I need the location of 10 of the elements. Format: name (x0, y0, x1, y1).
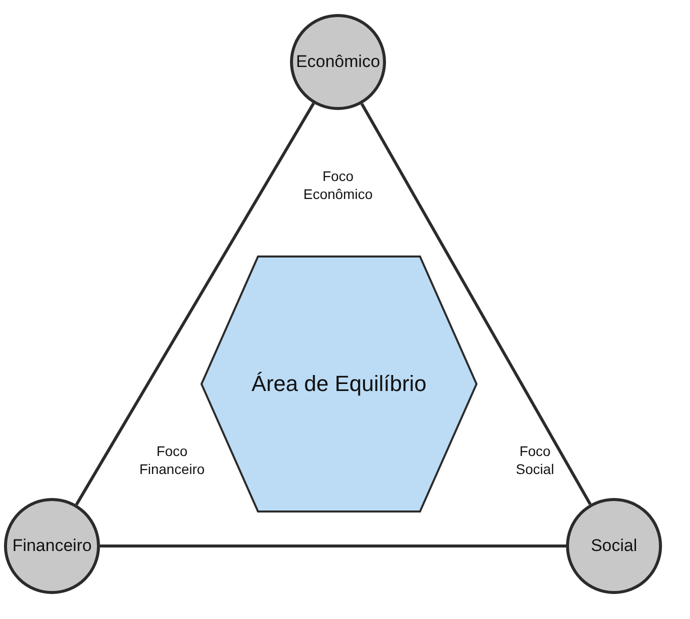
focus-label: Foco Social (514, 442, 556, 478)
node-label: Área de Equilíbrio (252, 371, 426, 397)
node-label: Financeiro (12, 536, 92, 556)
focus-label: Foco Econômico (302, 167, 374, 203)
node-label: Social (590, 536, 638, 556)
focus-label: Foco Financeiro (138, 442, 206, 478)
node-label: Econômico (296, 52, 380, 72)
connector-line (100, 544, 566, 548)
connector-line (75, 102, 315, 506)
connector-line (360, 102, 592, 506)
